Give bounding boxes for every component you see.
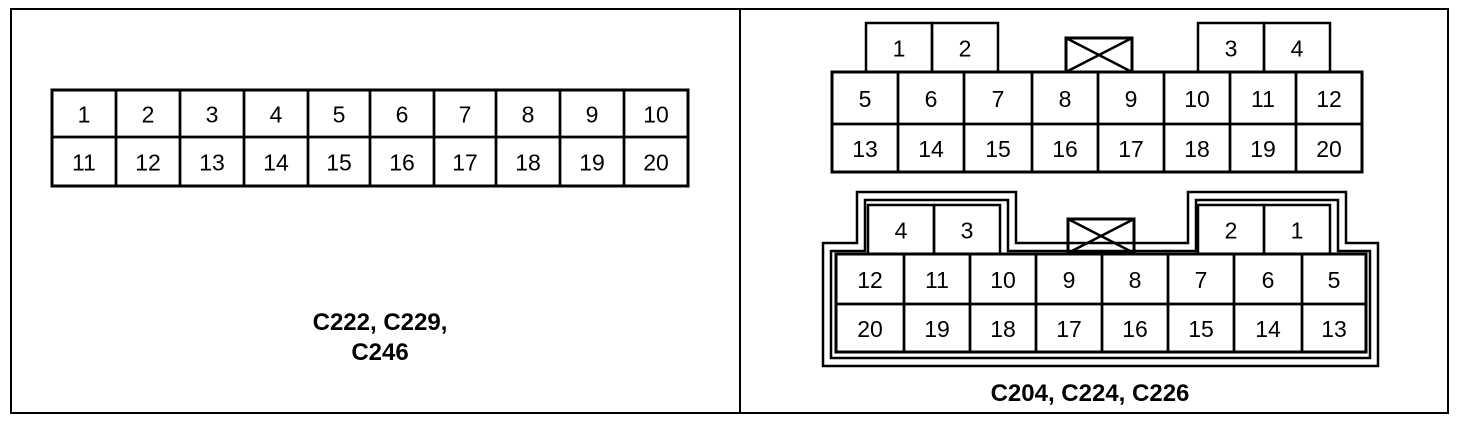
top-tab-4-label: 4 xyxy=(1291,36,1304,62)
left-pin-14-label: 14 xyxy=(263,150,289,176)
left-connector-outline xyxy=(50,88,690,188)
left-pin-15-label: 15 xyxy=(326,150,352,176)
bottom-pin-14-label: 14 xyxy=(1255,316,1281,342)
top-pin-18-label: 18 xyxy=(1184,136,1210,162)
bottom-pin-18-label: 18 xyxy=(990,316,1016,342)
top-pin-14-label: 14 xyxy=(918,136,944,162)
bottom-tab-4-label: 4 xyxy=(895,218,908,244)
top-tab-3-label: 3 xyxy=(1225,36,1238,62)
right-panel xyxy=(739,8,1449,414)
left-caption: C222, C229, C246 xyxy=(280,308,480,368)
bottom-pin-11-label: 11 xyxy=(925,267,949,293)
bottom-pin-9-label: 9 xyxy=(1063,267,1076,293)
left-pin-20-label: 20 xyxy=(643,150,669,176)
left-pin-5-label: 5 xyxy=(333,102,346,128)
top-pin-17-label: 17 xyxy=(1118,136,1144,162)
top-tab-2 xyxy=(930,21,1000,74)
top-pin-19-label: 19 xyxy=(1250,136,1276,162)
bottom-key-cross-icon xyxy=(1066,217,1136,255)
bottom-pin-20-label: 20 xyxy=(857,316,883,342)
left-caption-line2: C246 xyxy=(351,339,409,366)
top-pin-10-label: 10 xyxy=(1184,86,1210,112)
bottom-tab-3-label: 3 xyxy=(961,218,974,244)
bottom-pin-16-label: 16 xyxy=(1122,316,1148,342)
top-key-cross-icon-line-b xyxy=(1065,36,1133,74)
bottom-pin-8-label: 8 xyxy=(1129,267,1142,293)
left-pin-17-label: 17 xyxy=(452,150,478,176)
top-pin-8-label: 8 xyxy=(1059,86,1072,112)
bottom-connector-shroud-outer xyxy=(821,190,1380,368)
left-pin-9-label: 9 xyxy=(586,102,599,128)
bottom-pin-12-label: 12 xyxy=(857,267,883,293)
top-pin-7-label: 7 xyxy=(992,86,1005,112)
left-caption-line1: C222, C229, xyxy=(312,309,448,336)
top-key-cross-icon xyxy=(1064,36,1134,74)
top-pin-5-label: 5 xyxy=(859,86,872,112)
left-pin-12-label: 12 xyxy=(135,150,161,176)
top-pin-6-label: 6 xyxy=(925,86,938,112)
bottom-pin-10-label: 10 xyxy=(990,267,1016,293)
top-tab-2-label: 2 xyxy=(959,36,972,62)
left-pin-3-label: 3 xyxy=(206,102,219,128)
left-pin-13-label: 13 xyxy=(199,150,225,176)
left-pin-11-label: 11 xyxy=(72,150,96,176)
top-pin-13-label: 13 xyxy=(852,136,878,162)
left-pin-8-label: 8 xyxy=(522,102,535,128)
left-pin-4-label: 4 xyxy=(270,102,283,128)
bottom-tab-1 xyxy=(1262,203,1332,256)
bottom-connector-shroud-inner xyxy=(829,198,1372,360)
bottom-pin-19-label: 19 xyxy=(924,316,950,342)
bottom-tab-1-label: 1 xyxy=(1291,218,1304,244)
bottom-key-cross-icon-line-b xyxy=(1067,217,1135,255)
left-pin-19-label: 19 xyxy=(579,150,605,176)
left-pin-1-label: 1 xyxy=(78,102,91,128)
top-pin-15-label: 15 xyxy=(985,136,1011,162)
bottom-pin-13-label: 13 xyxy=(1321,316,1347,342)
bottom-pin-17-label: 17 xyxy=(1056,316,1082,342)
left-pin-7-label: 7 xyxy=(459,102,472,128)
top-pin-12-label: 12 xyxy=(1316,86,1342,112)
left-pin-18-label: 18 xyxy=(515,150,541,176)
bottom-tab-2-label: 2 xyxy=(1225,218,1238,244)
bottom-pin-15-label: 15 xyxy=(1188,316,1214,342)
left-pin-2-label: 2 xyxy=(142,102,155,128)
left-pin-6-label: 6 xyxy=(396,102,409,128)
top-pin-16-label: 16 xyxy=(1052,136,1078,162)
bottom-pin-6-label: 6 xyxy=(1262,267,1275,293)
left-pin-16-label: 16 xyxy=(389,150,415,176)
right-caption: C204, C224, C226 xyxy=(990,380,1190,407)
bottom-tab-3 xyxy=(932,203,1002,256)
top-pin-20-label: 20 xyxy=(1316,136,1342,162)
top-tab-4 xyxy=(1262,21,1332,74)
top-pin-11-label: 11 xyxy=(1251,86,1275,112)
bottom-pin-5-label: 5 xyxy=(1328,267,1341,293)
top-pin-9-label: 9 xyxy=(1125,86,1138,112)
bottom-pin-7-label: 7 xyxy=(1195,267,1208,293)
left-pin-10-label: 10 xyxy=(643,102,669,128)
top-tab-1-label: 1 xyxy=(893,36,906,62)
